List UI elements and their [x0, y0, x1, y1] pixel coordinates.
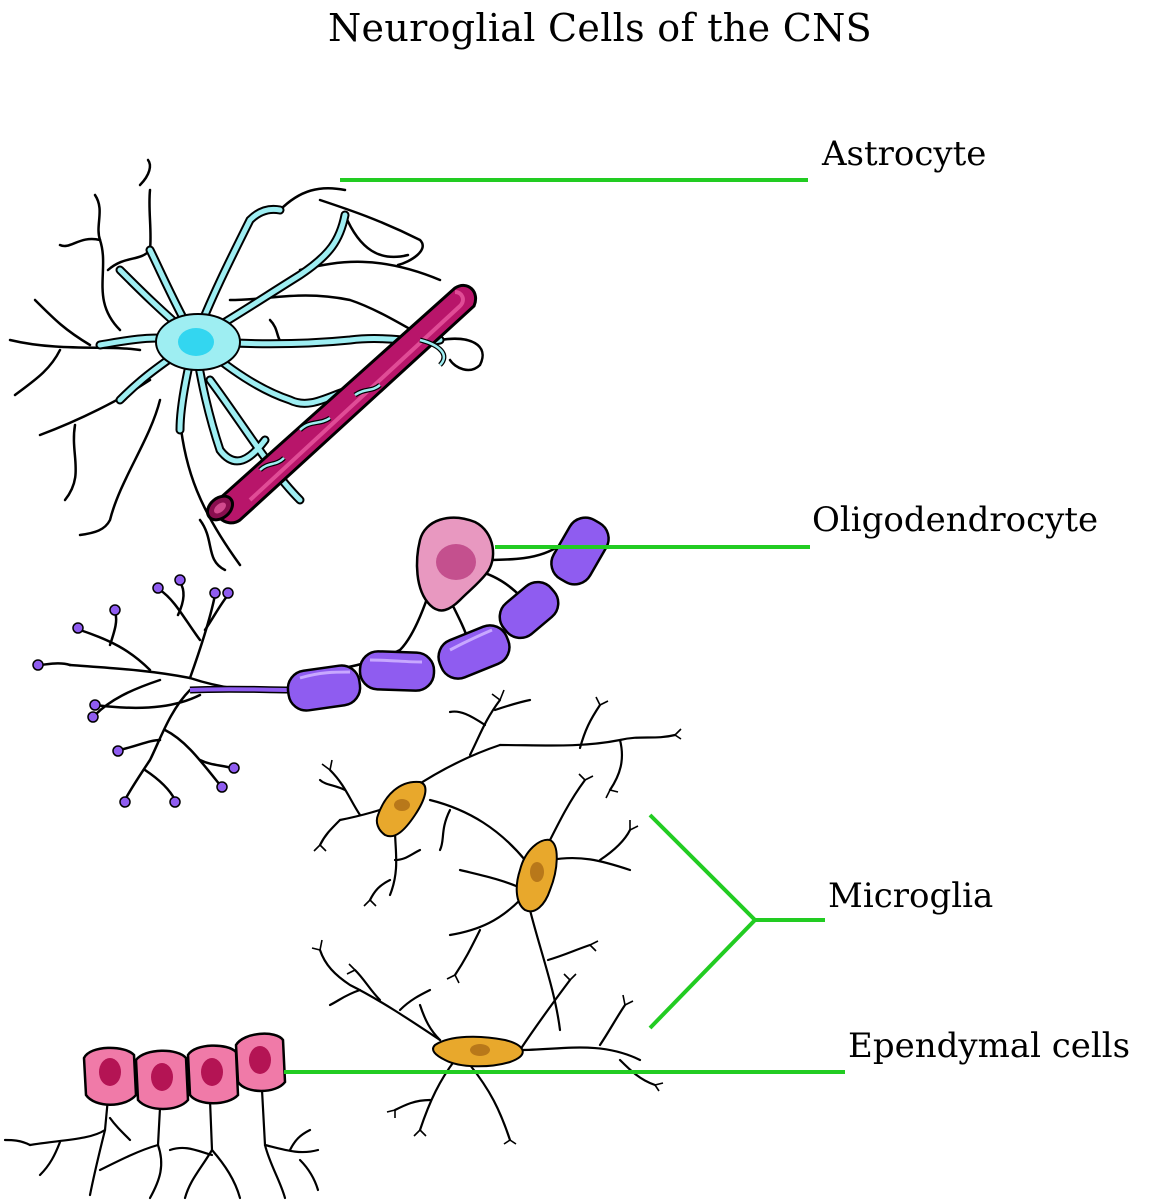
- label-astrocyte: Astrocyte: [822, 134, 987, 174]
- microglia-twigs: [311, 689, 682, 1145]
- label-oligodendrocyte: Oligodendrocyte: [812, 500, 1099, 540]
- microglia-group: [311, 689, 682, 1145]
- microglia-nucleus-1: [394, 799, 410, 811]
- ependymal-group: [3, 1032, 320, 1200]
- oligodendrocyte-group: [32, 516, 610, 808]
- dendrite-knobs: [32, 574, 240, 808]
- astrocyte-group: [8, 158, 484, 572]
- leader-lines: [284, 178, 845, 1074]
- diagram-title: Neuroglial Cells of the CNS: [327, 6, 872, 50]
- ependymal-processes: [3, 1088, 320, 1200]
- myelin-highlights: [299, 628, 493, 680]
- label-microglia: Microglia: [828, 876, 994, 916]
- astrocyte-nucleus: [178, 328, 214, 356]
- label-ependymal-cells: Ependymal cells: [848, 1026, 1131, 1066]
- microglia-nucleus-3: [470, 1044, 490, 1056]
- astrocyte-processes: [95, 204, 445, 505]
- leader-bracket-microglia: [648, 813, 758, 1030]
- microglia-nucleus-2: [530, 862, 544, 882]
- microglia-processes: [318, 698, 677, 1142]
- oligodendrocyte-nucleus: [436, 544, 476, 580]
- ependymal-nuclei: [99, 1046, 271, 1091]
- capillary: [205, 283, 477, 525]
